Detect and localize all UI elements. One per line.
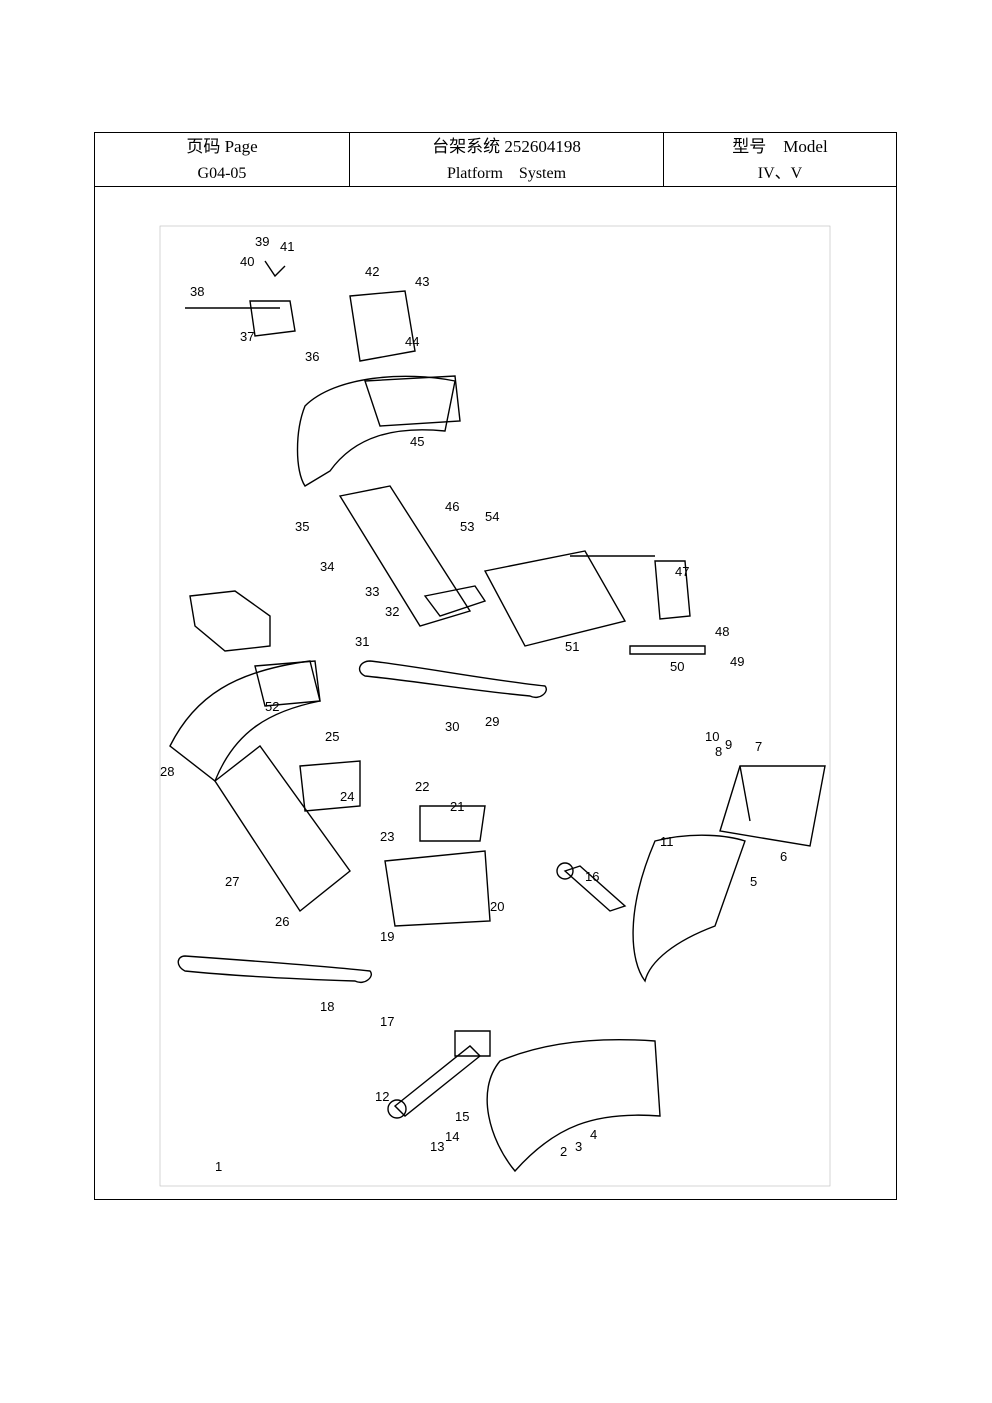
header-table: 页码 Page G04-05 台架系统 252604198 Platform S…	[95, 133, 896, 187]
callout-24: 24	[340, 789, 354, 804]
callout-22: 22	[415, 779, 429, 794]
callout-3: 3	[575, 1139, 582, 1154]
callout-19: 19	[380, 929, 394, 944]
page-cell: 页码 Page G04-05	[95, 133, 349, 186]
callout-36: 36	[305, 349, 319, 364]
callout-17: 17	[380, 1014, 394, 1029]
callout-49: 49	[730, 654, 744, 669]
callout-35: 35	[295, 519, 309, 534]
callout-32: 32	[385, 604, 399, 619]
callout-41: 41	[280, 239, 294, 254]
model-value: IV、V	[757, 165, 803, 182]
callout-18: 18	[320, 999, 334, 1014]
callout-26: 26	[275, 914, 289, 929]
callout-11: 11	[660, 834, 674, 849]
callout-8: 8	[715, 744, 722, 759]
callout-12: 12	[375, 1089, 389, 1104]
callout-7: 7	[755, 739, 762, 754]
callout-14: 14	[445, 1129, 459, 1144]
callout-13: 13	[430, 1139, 444, 1154]
callout-25: 25	[325, 729, 339, 744]
callout-16: 16	[585, 869, 599, 884]
system-cell: 台架系统 252604198 Platform System	[349, 133, 663, 186]
callout-34: 34	[320, 559, 334, 574]
callout-21: 21	[450, 799, 464, 814]
callout-1: 1	[215, 1159, 222, 1174]
callout-50: 50	[670, 659, 684, 674]
callout-23: 23	[380, 829, 394, 844]
callout-52: 52	[265, 699, 279, 714]
callout-29: 29	[485, 714, 499, 729]
system-title-en: Platform System	[446, 165, 567, 182]
callout-54: 54	[485, 509, 499, 524]
callout-15: 15	[455, 1109, 469, 1124]
callout-38: 38	[190, 284, 204, 299]
callout-33: 33	[365, 584, 379, 599]
callout-51: 51	[565, 639, 579, 654]
callout-9: 9	[725, 737, 732, 752]
callout-5: 5	[750, 874, 757, 889]
model-cell: 型号 Model IV、V	[663, 133, 896, 186]
exploded-parts-drawing: 1 2 3 4 5 6 7 8 9 10 11 12 13 14 15 16 1…	[159, 225, 831, 1187]
callout-43: 43	[415, 274, 429, 289]
callout-27: 27	[225, 874, 239, 889]
callout-37: 37	[240, 329, 254, 344]
callout-20: 20	[490, 899, 504, 914]
callout-40: 40	[240, 254, 254, 269]
callout-39: 39	[255, 234, 269, 249]
callout-46: 46	[445, 499, 459, 514]
page-value: G04-05	[197, 165, 247, 182]
page-label: 页码 Page	[186, 137, 258, 156]
callout-44: 44	[405, 334, 419, 349]
callout-10: 10	[705, 729, 719, 744]
callout-48: 48	[715, 624, 729, 639]
callout-31: 31	[355, 634, 369, 649]
callout-53: 53	[460, 519, 474, 534]
callout-47: 47	[675, 564, 689, 579]
callout-2: 2	[560, 1144, 567, 1159]
system-title-cn: 台架系统 252604198	[432, 137, 581, 156]
callout-28: 28	[160, 764, 174, 779]
parts-sheet: 页码 Page G04-05 台架系统 252604198 Platform S…	[94, 132, 897, 1200]
callout-4: 4	[590, 1127, 597, 1142]
model-label: 型号 Model	[732, 137, 828, 156]
callout-30: 30	[445, 719, 459, 734]
callout-45: 45	[410, 434, 424, 449]
callout-42: 42	[365, 264, 379, 279]
callout-6: 6	[780, 849, 787, 864]
